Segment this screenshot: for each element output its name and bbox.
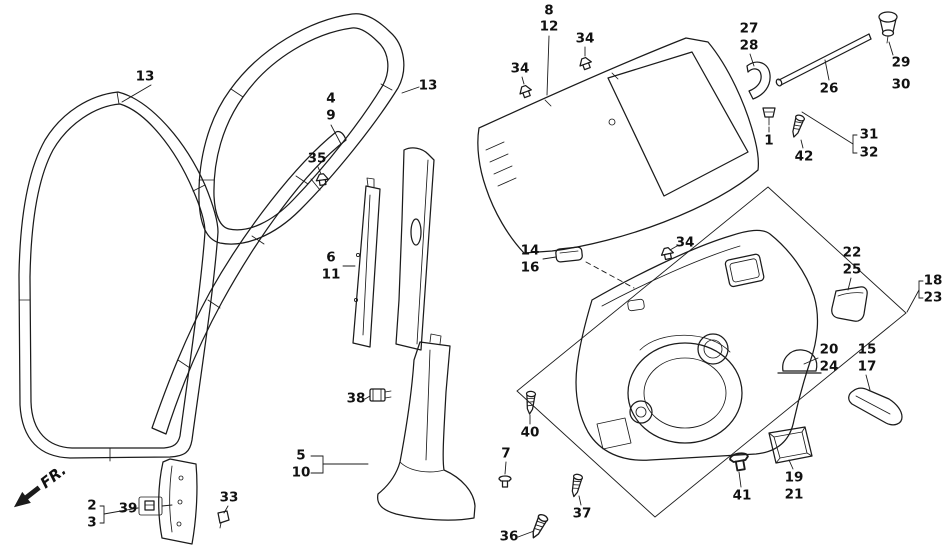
clip-33 (217, 510, 230, 529)
fr-arrow-label: FR. (37, 461, 70, 492)
b-pillar-upper-trim (352, 177, 381, 348)
hook-bracket-part (746, 61, 771, 100)
quarter-trim-panel (575, 229, 819, 461)
quarter-window-garnish (477, 37, 759, 254)
kick-panel-trim (158, 458, 198, 545)
screw-36-icon (528, 512, 550, 541)
screw-37-icon (568, 472, 584, 499)
fr-arrow: FR. (13, 461, 70, 508)
wheel-arch (627, 334, 743, 444)
front-door-opening-seal (18, 91, 219, 462)
fuel-lid-hole (697, 333, 729, 365)
cap-hole (629, 400, 653, 424)
strip-part-15-17 (848, 387, 903, 426)
bracket-lines (99, 111, 924, 524)
clip-38 (369, 388, 392, 402)
b-pillar-lower-trim (377, 333, 476, 521)
rear-door-opening-seal (198, 13, 405, 245)
group-outline (516, 186, 907, 518)
dome-part-20-24 (777, 349, 822, 374)
fr-arrow-icon (13, 485, 41, 508)
clip-34-icon (517, 83, 534, 100)
lid-part-14-16 (555, 246, 583, 263)
pocket-part-19-21 (768, 426, 813, 464)
clip-35-icon (314, 172, 330, 187)
leader-lines (121, 35, 894, 538)
clip-34-icon (577, 55, 594, 72)
a-pillar-trim (151, 130, 347, 435)
plug-part (878, 11, 898, 44)
cap-part-22-25 (831, 286, 868, 322)
b-pillar-garnish (395, 147, 435, 351)
grommet-7-icon (498, 475, 512, 488)
screw-42-icon (788, 113, 806, 140)
clip-1 (762, 107, 776, 126)
rod-part (775, 33, 872, 87)
pocket-hole (724, 253, 765, 288)
